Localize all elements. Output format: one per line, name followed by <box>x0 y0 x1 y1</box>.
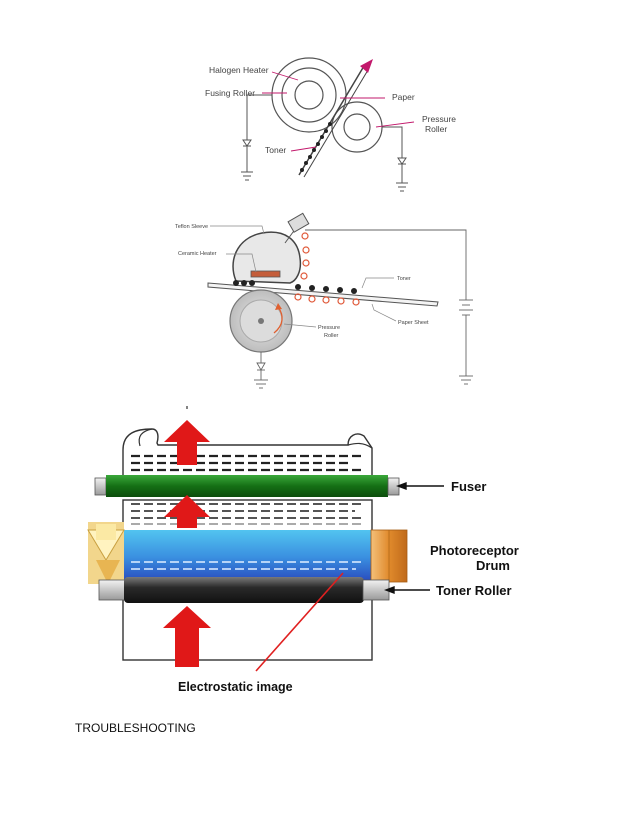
laser-printer-diagram: Fuser Photoreceptor Drum Toner Roller El… <box>87 406 519 694</box>
pressure-roller-label-1: Pressure <box>422 114 456 124</box>
halogen-heater <box>281 67 337 123</box>
paper-page <box>122 428 373 478</box>
paper-path <box>298 65 365 176</box>
arrow-middle <box>164 495 210 528</box>
pressure-roller-label-2: Roller <box>425 124 447 134</box>
paper-direction-arrows <box>163 420 211 667</box>
toner-roller-label: Toner Roller <box>436 583 512 598</box>
electrostatic-pointer <box>255 572 344 672</box>
paper-sheet <box>207 282 439 307</box>
drum-left-end <box>87 522 125 584</box>
electrostatic-image-label: Electrostatic image <box>178 680 293 694</box>
ceramic-heater <box>250 270 281 278</box>
pressure-roller-2-label-2: Roller <box>324 333 339 339</box>
ceramic-heater-label: Ceramic Heater <box>178 251 217 257</box>
photoreceptor-label-1: Photoreceptor <box>430 543 519 558</box>
arrow-bottom <box>163 606 211 667</box>
section-heading: TROUBLESHOOTING <box>75 721 196 735</box>
paper-sheet-label: Paper Sheet <box>398 320 429 326</box>
printed-text-lines <box>131 454 364 472</box>
paper-label: Paper <box>392 92 415 102</box>
halogen-fuser-diagram: Halogen Heater Fusing Roller Paper Press… <box>205 57 456 192</box>
paper-arrow <box>360 59 373 73</box>
ceramic-fuser-diagram: Teflon Sleeve Ceramic Heater Toner Paper… <box>175 212 473 389</box>
photoreceptor-label-2: Drum <box>476 558 510 573</box>
fusing-roller-label: Fusing Roller <box>205 88 255 98</box>
fuser-bar <box>94 475 400 497</box>
toner-roller <box>98 577 390 603</box>
charged-toner-particles <box>233 232 360 306</box>
pressure-roller <box>331 101 383 153</box>
fuser-label: Fuser <box>451 479 486 494</box>
pressure-roller-2-label-1: Pressure <box>318 325 340 331</box>
teflon-sleeve-label: Teflon Sleeve <box>175 224 208 230</box>
halogen-heater-label: Halogen Heater <box>209 65 269 75</box>
arrow-top <box>164 420 210 465</box>
fusing-roller <box>271 57 347 133</box>
toner-label: Toner <box>265 145 286 155</box>
toner-label-2: Toner <box>397 276 411 282</box>
photoreceptor-drum <box>122 530 372 580</box>
toner-particles <box>300 122 332 172</box>
